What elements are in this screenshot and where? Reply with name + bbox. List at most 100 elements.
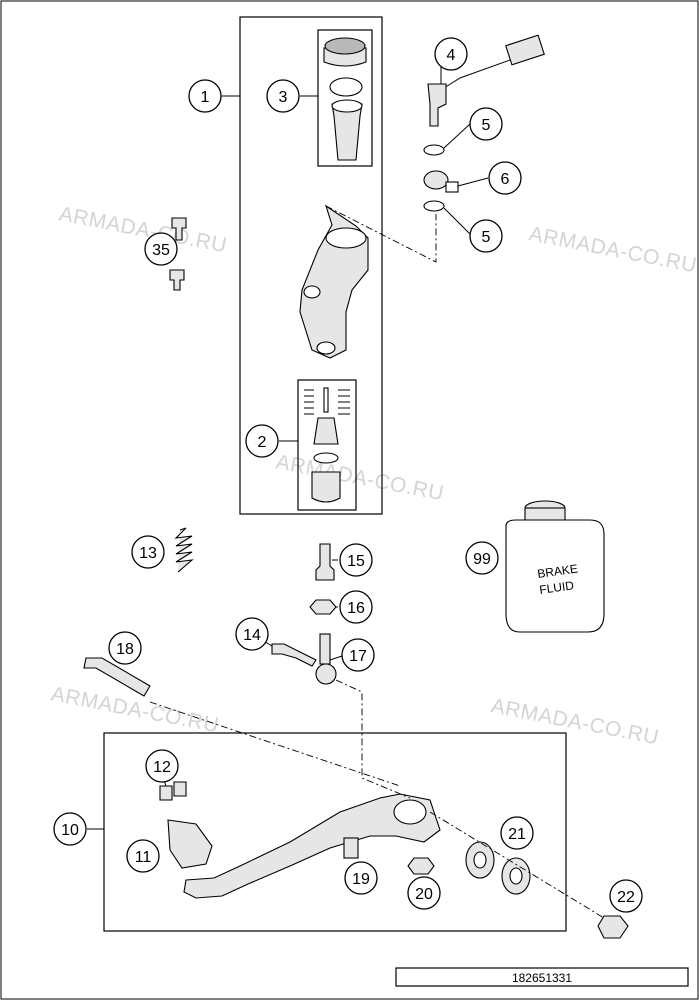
stop-pin — [343, 837, 359, 859]
reservoir-subassembly-frame — [317, 29, 373, 167]
piston-cup — [311, 471, 341, 503]
assembly-line-pin — [149, 701, 401, 787]
screws-35 — [169, 217, 187, 291]
reservoir-parts — [323, 37, 367, 161]
bearing-lower-bore — [509, 867, 523, 885]
pedal-pivot-hole — [393, 799, 427, 825]
pin-shaft — [83, 657, 151, 697]
master-cylinder-body — [299, 204, 369, 359]
leader-5a — [443, 123, 471, 149]
clevis-rod — [319, 633, 331, 665]
callout-5-upper: 5 — [469, 107, 503, 141]
screw-upper — [171, 217, 187, 241]
callout-label: 14 — [243, 627, 261, 644]
watermark: ARMADA-CO.RU — [57, 202, 229, 257]
brake-light-switch — [427, 83, 447, 127]
callout-label: 1 — [201, 89, 210, 106]
reservoir-rim — [331, 99, 363, 113]
banjo-fitting — [423, 170, 449, 190]
document-number-frame — [395, 967, 689, 987]
reservoir-cap-top — [324, 37, 366, 55]
callout-label: 19 — [352, 871, 370, 888]
callout-18: 18 — [108, 631, 142, 665]
assembly-lines — [149, 205, 605, 919]
brake-fluid-can: BRAKE FLUID — [505, 500, 605, 633]
spring-right — [338, 389, 350, 415]
leader-5b — [443, 207, 471, 235]
callout-label: 99 — [473, 551, 491, 568]
assembly-line-clevis — [335, 679, 411, 799]
callout-label: 18 — [116, 641, 134, 658]
callout-label: 20 — [415, 886, 433, 903]
cylinder-housing — [299, 204, 369, 359]
adjusting-bolt — [315, 543, 335, 581]
seal-ring — [313, 452, 339, 464]
callout-22: 22 — [609, 879, 643, 913]
callout-35: 35 — [144, 232, 178, 266]
callout-label: 5 — [482, 117, 491, 134]
mount-hole-upper — [303, 285, 321, 299]
reservoir-diaphragm — [329, 77, 363, 97]
callout-label: 6 — [501, 171, 510, 188]
callout-6: 6 — [488, 161, 522, 195]
callout-label: 35 — [152, 242, 170, 259]
brake-pedal-parts — [159, 781, 629, 939]
nut-20 — [407, 857, 435, 875]
callout-19: 19 — [344, 861, 378, 895]
pivot-bolt — [271, 643, 317, 667]
sealing-ring-upper — [423, 144, 445, 156]
piston-kit — [304, 387, 350, 503]
bearing-upper-bore — [473, 851, 487, 869]
watermark: ARMADA-CO.RU — [527, 222, 699, 277]
brake-pedal-assembly-frame — [103, 732, 567, 932]
reservoir-body — [331, 103, 363, 161]
can-label-line2: FLUID — [538, 578, 575, 597]
watermark: ARMADA-CO.RU — [274, 450, 446, 505]
assembly-line-banjo — [325, 205, 437, 263]
callout-label: 13 — [139, 545, 157, 562]
can-body — [505, 519, 605, 633]
spring-left — [304, 389, 314, 415]
callout-label: 11 — [135, 849, 152, 866]
callout-label: 3 — [279, 89, 288, 106]
callout-3: 3 — [266, 79, 300, 113]
callout-label: 17 — [349, 648, 367, 665]
nut-22 — [597, 915, 629, 939]
piston-kit-frame — [297, 379, 357, 511]
push-rod — [323, 387, 329, 413]
callout-label: 4 — [447, 47, 456, 64]
watermark: ARMADA-CO.RU — [489, 694, 661, 749]
brake-pedal — [183, 793, 441, 899]
document-number-box: 182651331 — [395, 967, 689, 987]
callout-label: 15 — [347, 553, 365, 570]
callout-label: 5 — [482, 229, 491, 246]
callout-2: 2 — [245, 424, 279, 458]
callout-13: 13 — [131, 535, 165, 569]
piston — [313, 417, 339, 445]
callout-12: 12 — [145, 749, 179, 783]
document-number: 182651331 — [512, 971, 572, 985]
return-spring — [174, 527, 194, 573]
sealing-ring-lower — [423, 200, 445, 212]
callout-label: 16 — [347, 600, 365, 617]
callout-20: 20 — [407, 876, 441, 910]
callouts: 1 2 3 4 5 5 6 10 11 12 13 14 15 16 17 18… — [53, 37, 643, 913]
callout-label: 22 — [617, 889, 635, 906]
clevis-eye — [315, 663, 337, 685]
callout-4: 4 — [434, 37, 468, 71]
master-cylinder-assembly-frame — [239, 16, 383, 515]
callout-14: 14 — [235, 617, 269, 651]
callout-10: 10 — [53, 812, 87, 846]
callout-17: 17 — [341, 638, 375, 672]
callout-16: 16 — [339, 590, 373, 624]
connector-plug — [505, 34, 545, 66]
callout-label: 21 — [508, 826, 526, 843]
sensor-cable — [443, 59, 511, 89]
callout-label: 10 — [61, 822, 79, 839]
hex-nut — [309, 599, 337, 615]
assembly-line-axle — [429, 811, 605, 919]
small-hardware — [271, 543, 337, 685]
banjo-bolt — [445, 181, 459, 193]
screw-12a — [159, 785, 173, 801]
